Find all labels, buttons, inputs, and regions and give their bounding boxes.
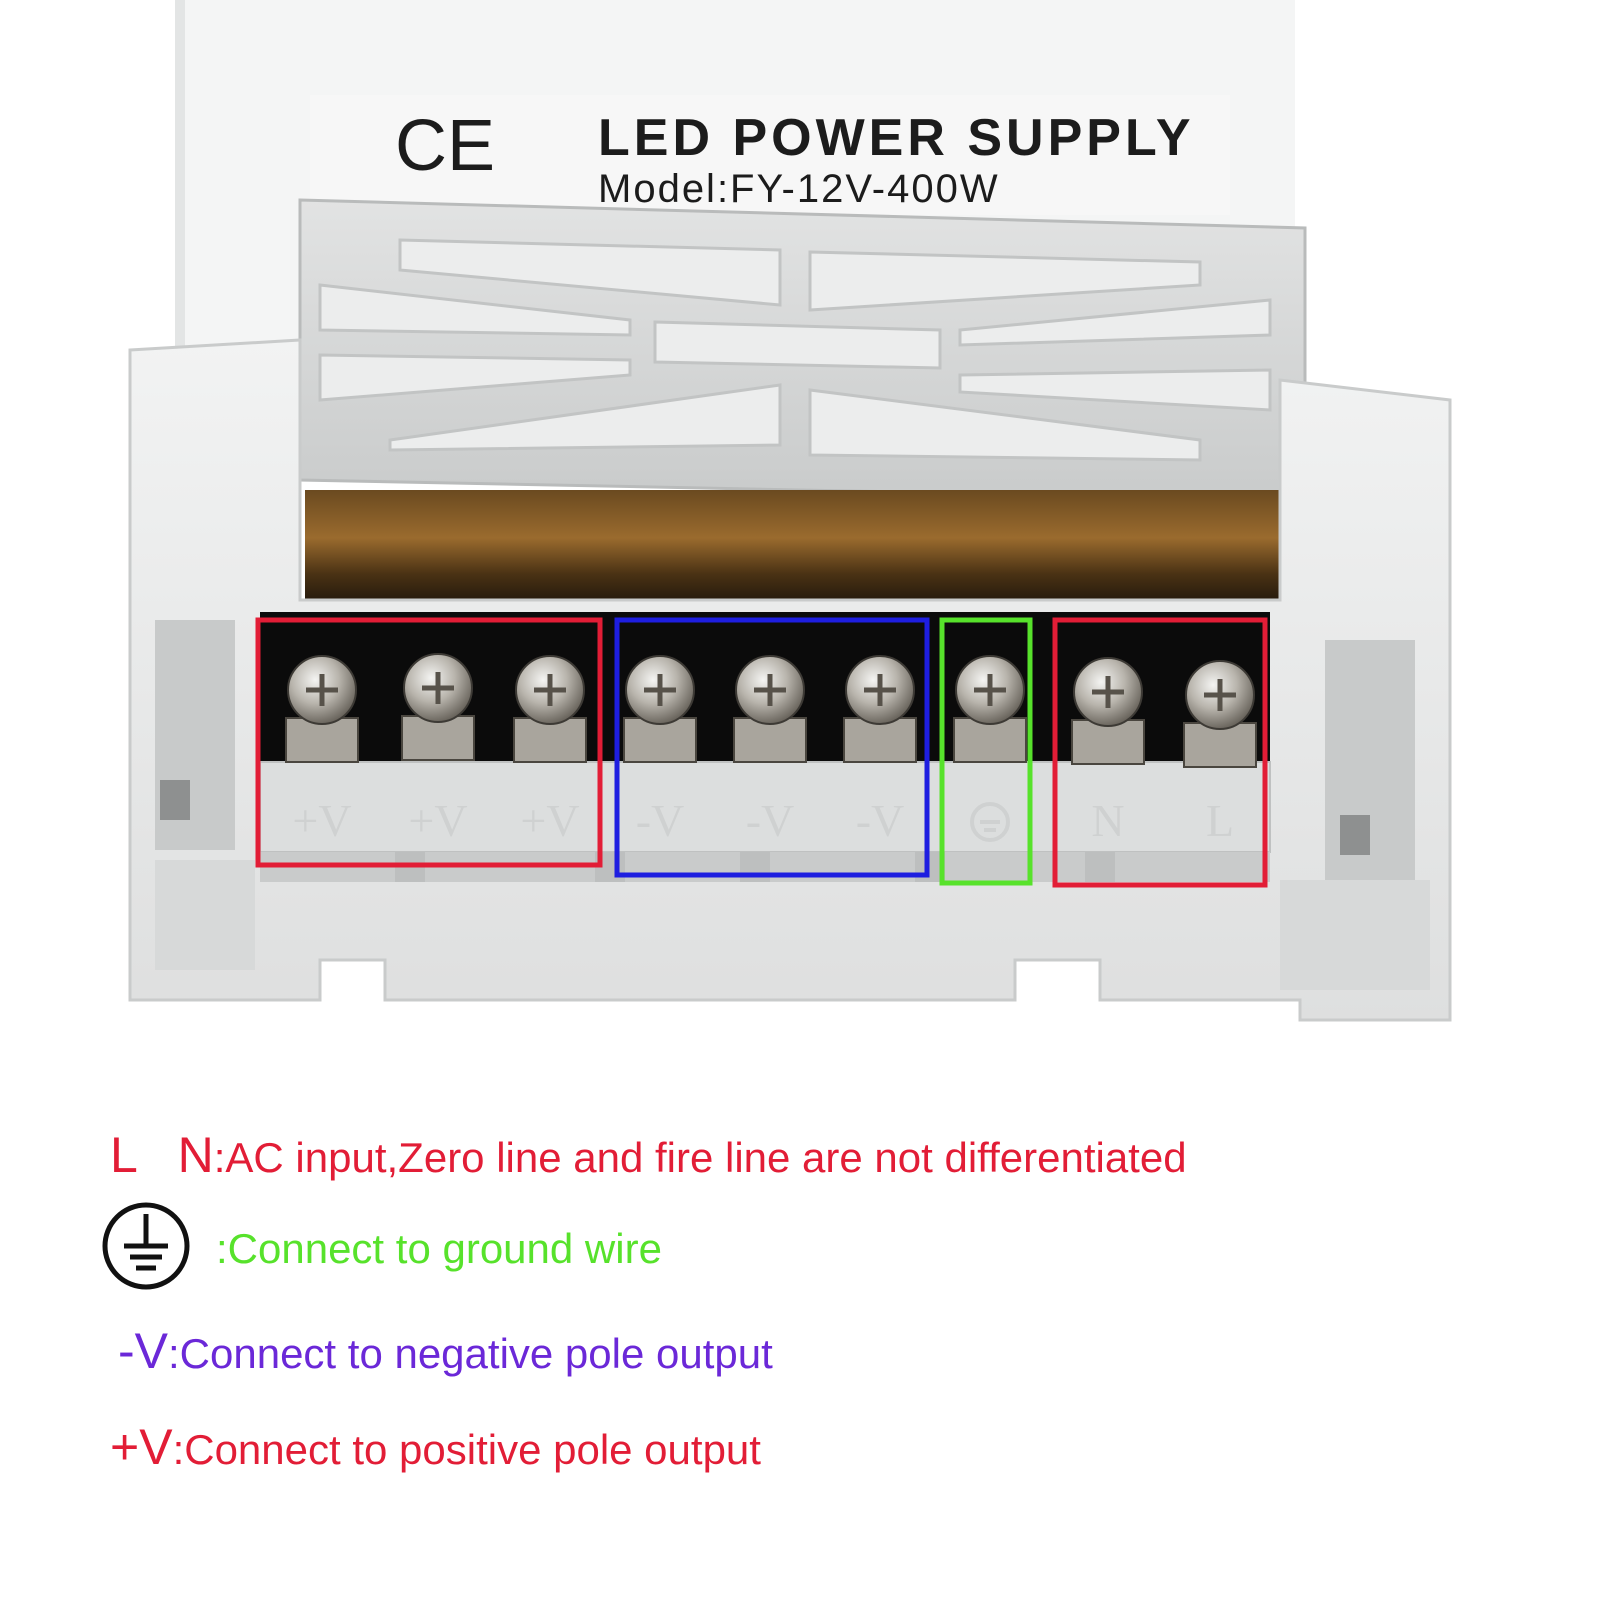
screw-slot	[534, 674, 566, 706]
pcb-board	[305, 490, 1280, 610]
terminal-1: +V	[285, 655, 359, 846]
terminal-3: +V	[513, 655, 587, 846]
screw-slot	[422, 672, 454, 704]
terminal-ground-icon	[970, 802, 1010, 842]
terminal-label: L	[1206, 795, 1234, 846]
product-label: CE LED POWER SUPPLY Model:FY-12V-400W	[310, 95, 1230, 215]
terminal-5: -V	[733, 655, 807, 846]
ground-group-box	[939, 617, 1033, 886]
terminal-plate	[285, 717, 359, 763]
terminal-plate	[1071, 719, 1145, 765]
terminal-label: -V	[856, 795, 905, 846]
terminal-group: +V +V +V -V -V -V N L	[285, 653, 1257, 846]
wiring-legend: L N:AC input,Zero line and fire line are…	[0, 1080, 1600, 1600]
terminal-plate	[1183, 722, 1257, 768]
ce-mark: CE	[395, 106, 495, 186]
legend-ln-key: L N	[110, 1127, 214, 1183]
terminal-label: +V	[408, 795, 467, 846]
screw-slot	[864, 674, 896, 706]
terminal-2: +V	[401, 653, 475, 846]
group-outlines	[255, 617, 1268, 888]
terminal-plate	[513, 717, 587, 763]
screw-slot	[1204, 679, 1236, 711]
terminal-4: -V	[623, 655, 697, 846]
ac-group-box	[1052, 617, 1268, 888]
terminal-6: -V	[843, 655, 917, 846]
housing-edge	[175, 0, 185, 380]
terminal-label: -V	[636, 795, 685, 846]
power-supply-photo: CE LED POWER SUPPLY Model:FY-12V-400W	[128, 0, 1452, 1022]
terminal-8: N	[1071, 657, 1145, 846]
terminal-cover	[298, 198, 1307, 502]
screw-slot	[754, 674, 786, 706]
terminal-label: -V	[746, 795, 795, 846]
screw-slot	[306, 674, 338, 706]
legend-ground-text: :Connect to ground wire	[216, 1225, 662, 1272]
screw-slot	[644, 674, 676, 706]
legend-ground: :Connect to ground wire	[216, 1228, 662, 1270]
legend-pos-key: +V	[110, 1419, 173, 1475]
legend-neg-text: :Connect to negative pole output	[168, 1330, 773, 1377]
terminal-label: +V	[292, 795, 351, 846]
terminal-label: N	[1091, 795, 1124, 846]
legend-ac-input: L N:AC input,Zero line and fire line are…	[110, 1130, 1187, 1180]
legend-ln-text: :AC input,Zero line and fire line are no…	[213, 1134, 1187, 1181]
terminal-7	[953, 655, 1027, 842]
terminal-label: +V	[520, 795, 579, 846]
terminal-plate	[953, 717, 1027, 763]
positive-group-box	[255, 617, 603, 868]
label-model: Model:FY-12V-400W	[598, 167, 1000, 211]
legend-negative: -V:Connect to negative pole output	[118, 1326, 773, 1376]
legend-pos-text: :Connect to positive pole output	[172, 1426, 761, 1473]
legend-neg-key: -V	[118, 1323, 168, 1379]
terminal-9: L	[1183, 660, 1257, 846]
ground-icon	[102, 1202, 190, 1290]
terminal-plate	[733, 717, 807, 763]
screw-slot	[1092, 676, 1124, 708]
legend-positive: +V:Connect to positive pole output	[110, 1422, 761, 1472]
negative-group-box	[614, 617, 930, 878]
label-title: LED POWER SUPPLY	[598, 109, 1195, 167]
terminal-plate	[401, 715, 475, 761]
screw-slot	[974, 674, 1006, 706]
